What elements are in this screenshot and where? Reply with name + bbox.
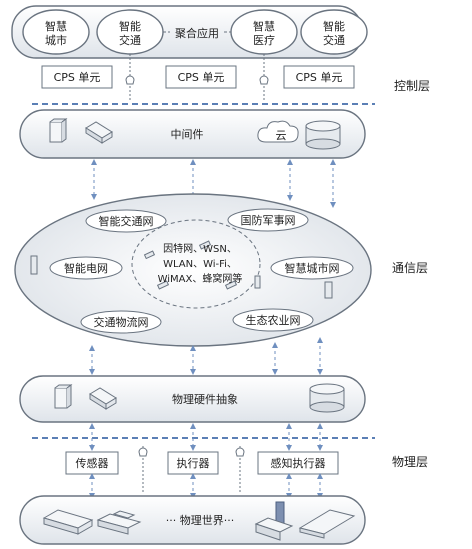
server-icon xyxy=(54,384,73,409)
core-net-line3: WiMAX、蜂窝网等 xyxy=(158,272,243,285)
cps-unit-label-1: CPS 单元 xyxy=(54,71,101,84)
aggregate-label: 聚合应用 xyxy=(175,26,219,40)
stack-device-icon xyxy=(96,510,142,535)
core-network-ellipse xyxy=(131,219,261,309)
router-icons xyxy=(143,240,238,290)
net-label-6: 生态农业网 xyxy=(246,313,301,327)
app-label-3-line2: 医疗 xyxy=(253,33,275,47)
net-label-4: 智慧城市网 xyxy=(285,261,340,275)
panel-icon xyxy=(298,509,356,539)
hardware-bar xyxy=(19,375,366,423)
bulb-icon xyxy=(259,75,269,85)
net-node-5 xyxy=(80,310,162,334)
middleware-label: 中间件 xyxy=(171,128,204,141)
database-icon xyxy=(309,383,345,413)
app-label-4-line1: 智能 xyxy=(323,19,345,33)
bulb-icon xyxy=(138,447,148,457)
net-node-1 xyxy=(85,209,167,233)
slab-device-icon xyxy=(42,509,94,535)
app-ellipse-smart-transport-2 xyxy=(300,9,368,55)
app-label-2-line1: 智能 xyxy=(119,19,141,33)
device-icon xyxy=(85,121,113,144)
layer-label-control: 控制层 xyxy=(394,79,430,93)
net-label-5: 交通物流网 xyxy=(94,315,149,329)
net-label-2: 国防军事网 xyxy=(241,213,296,227)
bulb-icon xyxy=(235,447,245,457)
layer-label-physical: 物理层 xyxy=(392,455,428,469)
net-node-3 xyxy=(49,256,123,280)
physical-world-label: ··· 物理世界··· xyxy=(166,513,234,527)
device-icon xyxy=(89,387,117,410)
app-label-4-line2: 交通 xyxy=(323,33,345,47)
device-label-actuator: 执行器 xyxy=(177,456,210,470)
cloud-icon xyxy=(257,120,299,143)
machine-icon xyxy=(254,501,294,541)
cps-unit-label-3: CPS 单元 xyxy=(296,71,343,84)
net-node-2 xyxy=(227,208,309,232)
net-node-4 xyxy=(270,256,354,280)
app-label-3-line1: 智慧 xyxy=(253,19,275,33)
tower-icon xyxy=(30,255,333,299)
cps-unit-box-1 xyxy=(41,65,113,89)
cps-unit-box-3 xyxy=(283,65,355,89)
app-label-1-line2: 城市 xyxy=(45,33,67,47)
bulb-icon xyxy=(125,75,135,85)
layer-label-comm: 通信层 xyxy=(392,261,428,275)
device-box-3 xyxy=(257,451,339,475)
net-label-1: 智能交通网 xyxy=(99,214,154,228)
server-icon xyxy=(49,118,68,143)
device-label-sense-act: 感知执行器 xyxy=(271,456,326,470)
core-net-line1: 因特网、WSN、 xyxy=(163,243,237,255)
net-label-3: 智能电网 xyxy=(64,261,108,275)
app-ellipse-smart-city xyxy=(22,9,90,55)
device-label-sensor: 传感器 xyxy=(76,457,109,470)
net-node-6 xyxy=(232,308,314,332)
cps-unit-label-2: CPS 单元 xyxy=(178,71,225,84)
cloud-label: 云 xyxy=(276,129,287,142)
cps-unit-box-2 xyxy=(165,65,237,89)
app-label-1-line1: 智慧 xyxy=(45,19,67,33)
database-icon xyxy=(305,120,341,150)
app-label-2-line2: 交通 xyxy=(119,33,141,47)
core-net-line2: WLAN、Wi-Fi、 xyxy=(163,259,237,270)
hardware-label: 物理硬件抽象 xyxy=(172,392,238,406)
